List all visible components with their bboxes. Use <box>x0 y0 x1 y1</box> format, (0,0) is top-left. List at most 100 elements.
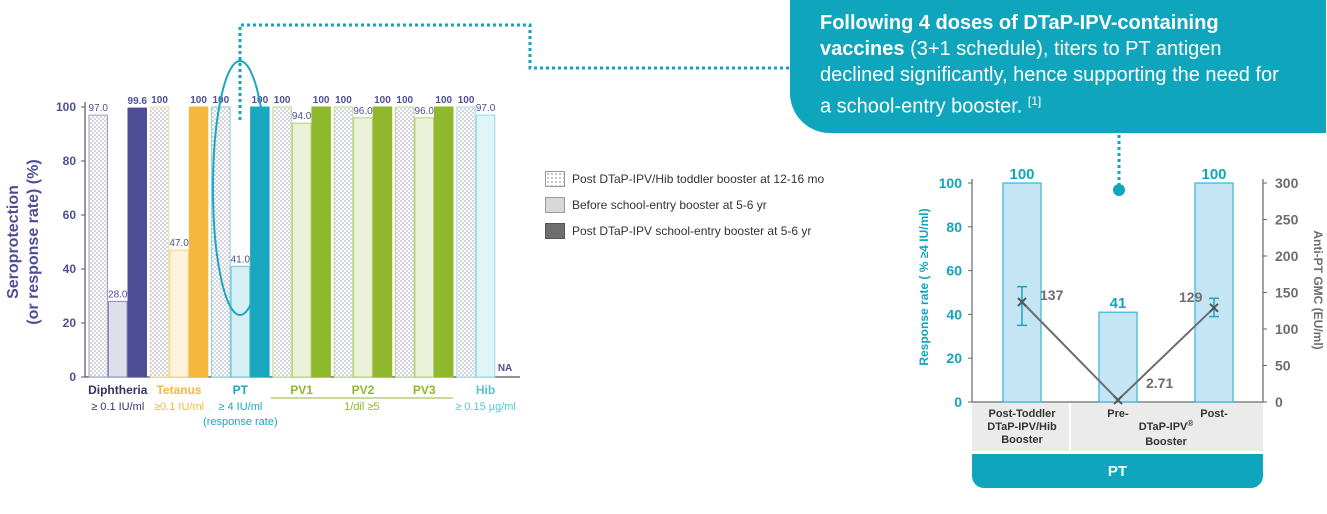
category-label: Booster <box>1145 436 1187 448</box>
bar <box>88 114 108 378</box>
bar-value-label: 100 <box>274 95 291 106</box>
category-label: Pre- <box>1107 408 1129 420</box>
y-right-tick-label: 0 <box>1275 394 1283 410</box>
bar-value-label: 28.0 <box>108 289 128 300</box>
x-threshold-label: ≥0.1 IU/ml <box>154 401 204 413</box>
y-right-tick-label: 100 <box>1275 321 1299 337</box>
bar-value-label: 96.0 <box>353 106 373 117</box>
bar-value-label: 100 <box>435 95 452 106</box>
bar <box>414 117 434 378</box>
bar-value-label: 47.0 <box>169 238 189 249</box>
bar-value-label: 100 <box>151 95 168 106</box>
bar <box>372 106 393 378</box>
y-tick-label: 20 <box>63 316 77 330</box>
y-axis-title: (or response rate) (%) <box>25 159 42 324</box>
x-category-label: PT <box>233 383 249 397</box>
bar <box>108 300 128 378</box>
y-tick-label: 40 <box>63 262 77 276</box>
x-threshold-label: ≥ 4 IU/ml <box>218 401 262 413</box>
y-right-axis-title: Anti-PT GMC (EU/ml) <box>1311 230 1325 349</box>
gmc-value-label: 137 <box>1040 287 1064 303</box>
y-tick-label: 100 <box>56 100 76 114</box>
y-right-tick-label: 300 <box>1275 175 1299 191</box>
response-bar <box>1194 182 1234 403</box>
registered-mark: ® <box>1187 419 1193 428</box>
dotted-swatch-icon <box>545 171 565 187</box>
bar <box>434 106 454 378</box>
bar-value-label: 100 <box>458 95 475 106</box>
x-category-label: Diphtheria <box>88 383 148 397</box>
category-panel <box>972 403 1069 451</box>
x-category-label: Tetanus <box>156 383 201 397</box>
bar-value-label: 100 <box>190 95 207 106</box>
category-label: Post- <box>1200 408 1228 420</box>
bar <box>353 117 373 378</box>
bar-value-label: 97.0 <box>476 103 496 114</box>
bar <box>456 106 476 378</box>
bar <box>230 265 251 378</box>
bar <box>188 106 209 378</box>
x-threshold-label: ≥ 0.1 IU/ml <box>91 401 144 413</box>
y-tick-label: 0 <box>69 370 76 384</box>
bar <box>149 106 170 378</box>
category-label: DTaP-IPV/Hib <box>987 421 1057 433</box>
highlight-ellipse <box>212 60 268 316</box>
y-left-axis-title: Response rate ( % ≥4 IU/ml) <box>917 208 931 365</box>
bar-value-label: 96.0 <box>415 106 435 117</box>
x-category-label: Hib <box>476 383 495 397</box>
bar <box>291 122 312 378</box>
response-value-label: 41 <box>1110 295 1127 312</box>
x-threshold-label: ≥ 0.15 µg/ml <box>455 401 516 413</box>
bar <box>475 114 496 378</box>
gmc-marker <box>1017 297 1027 307</box>
light-swatch-icon <box>545 197 565 213</box>
pv-threshold-label: 1/dil ≥5 <box>344 401 379 413</box>
category-label: Post-Toddler <box>988 408 1056 420</box>
bar-value-label: 97.0 <box>89 103 109 114</box>
footer-bar-top <box>972 454 1263 468</box>
legend-item: Before school-entry booster at 5-6 yr <box>545 192 824 218</box>
bar <box>211 106 231 378</box>
bar <box>333 106 354 378</box>
bar <box>169 249 189 378</box>
legend: Post DTaP-IPV/Hib toddler booster at 12-… <box>545 166 824 244</box>
gmc-value-label: 2.71 <box>1146 375 1173 391</box>
x-category-label: PV3 <box>413 383 436 397</box>
bar-value-label: NA <box>498 363 512 374</box>
y-left-tick-label: 100 <box>939 175 963 191</box>
legend-item: Post DTaP-IPV school-entry booster at 5-… <box>545 218 824 244</box>
legend-label: Post DTaP-IPV school-entry booster at 5-… <box>572 224 812 238</box>
category-label: DTaP-IPV® <box>1139 419 1194 433</box>
y-left-tick-label: 20 <box>946 350 962 366</box>
x-category-label: PV1 <box>290 383 313 397</box>
bar <box>311 106 331 378</box>
x-category-label: PV2 <box>352 383 375 397</box>
bar-value-label: 100 <box>374 95 391 106</box>
y-tick-label: 60 <box>63 208 77 222</box>
bar-value-label: 100 <box>313 95 330 106</box>
connector-line <box>238 23 790 120</box>
y-left-tick-label: 40 <box>946 306 962 322</box>
legend-label: Post DTaP-IPV/Hib toddler booster at 12-… <box>572 172 825 186</box>
x-note-label: (response rate) <box>203 416 278 428</box>
bar <box>127 107 147 378</box>
category-panel <box>1071 403 1263 451</box>
response-value-label: 100 <box>1009 166 1034 183</box>
y-right-tick-label: 150 <box>1275 285 1299 301</box>
footer-label: PT <box>1108 463 1127 480</box>
category-label: Booster <box>1001 434 1043 446</box>
bar-value-label: 94.0 <box>292 111 312 122</box>
dark-swatch-icon <box>545 223 565 239</box>
bar-value-label: 100 <box>396 95 413 106</box>
callout-box <box>790 0 1326 133</box>
connector-dot <box>1113 184 1125 196</box>
bar-value-label: 41.0 <box>231 254 251 265</box>
legend-label: Before school-entry booster at 5-6 yr <box>572 198 767 212</box>
y-right-tick-label: 250 <box>1275 212 1299 228</box>
callout-text: Following 4 doses of DTaP-IPV-containing… <box>820 12 1279 118</box>
y-right-tick-label: 200 <box>1275 248 1299 264</box>
gmc-marker <box>1113 395 1123 405</box>
bar-value-label: 99.6 <box>128 96 148 107</box>
bar <box>272 106 292 378</box>
